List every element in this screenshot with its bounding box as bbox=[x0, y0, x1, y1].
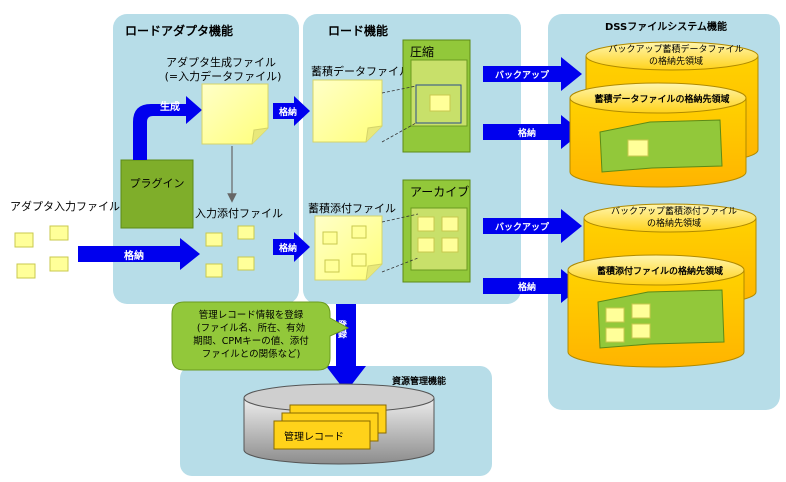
store-arrow-data-dss: 格納 bbox=[483, 115, 582, 149]
svg-text:バックアップ: バックアップ bbox=[495, 221, 550, 233]
adapter-input-file-icons bbox=[14, 225, 69, 279]
accum-attach-file-note bbox=[314, 215, 383, 281]
svg-text:の格納先領域: の格納先領域 bbox=[647, 217, 701, 229]
store-arrow-data: 格納 bbox=[273, 96, 310, 126]
svg-text:アーカイブ: アーカイブ bbox=[410, 184, 469, 199]
backup-arrow-attach: バックアップ bbox=[483, 209, 582, 243]
svg-text:格納: 格納 bbox=[279, 242, 297, 254]
adapter-gen-file-note bbox=[201, 83, 269, 145]
input-attach-file-label: 入力添付ファイル bbox=[195, 206, 283, 220]
panel-dss-title: DSSファイルシステム機能 bbox=[605, 20, 727, 33]
svg-text:ファイルとの関係など): ファイルとの関係など) bbox=[202, 349, 301, 360]
cylinder-data-area: 蓄積データファイルの格納先領域 bbox=[569, 82, 747, 188]
svg-text:の格納先領域: の格納先領域 bbox=[649, 55, 703, 67]
svg-text:圧縮: 圧縮 bbox=[410, 44, 434, 59]
input-attach-file-icons bbox=[205, 225, 255, 278]
adapter-gen-file-label-2: (=入力データファイル) bbox=[165, 69, 282, 83]
compress-box: 圧縮 bbox=[402, 39, 471, 153]
cylinder-attach-area: 蓄積添付ファイルの格納先領域 bbox=[567, 254, 745, 368]
store-arrow-attach: 格納 bbox=[273, 232, 310, 262]
panel-resource-title: 資源管理機能 bbox=[392, 375, 446, 387]
svg-text:プラグイン: プラグイン bbox=[130, 176, 185, 190]
resource-db-cylinder: 管理レコード bbox=[243, 383, 435, 465]
svg-text:格納: 格納 bbox=[279, 106, 297, 118]
adapter-input-file-label: アダプタ入力ファイル bbox=[10, 199, 120, 213]
svg-text:バックアップ: バックアップ bbox=[495, 69, 550, 81]
svg-text:蓄積データファイルの格納先領域: 蓄積データファイルの格納先領域 bbox=[594, 93, 729, 105]
accum-data-file-label: 蓄積データファイル bbox=[311, 64, 410, 78]
callout-bubble: 管理レコード情報を登録 (ファイル名、所在、有効 期間、CPMキーの値、添付 フ… bbox=[171, 301, 350, 371]
svg-text:格納: 格納 bbox=[518, 281, 536, 293]
store-arrow-input: 格納 bbox=[78, 238, 200, 270]
svg-text:管理レコード情報を登録: 管理レコード情報を登録 bbox=[199, 309, 304, 321]
svg-text:バックアップ蓄積添付ファイル: バックアップ蓄積添付ファイル bbox=[611, 205, 737, 217]
svg-text:格納: 格納 bbox=[518, 127, 536, 139]
generate-arrow: 生成 bbox=[133, 96, 202, 160]
plugin-box: プラグイン bbox=[120, 159, 194, 229]
archive-box: アーカイブ bbox=[402, 179, 471, 283]
svg-text:(ファイル名、所在、有効: (ファイル名、所在、有効 bbox=[197, 322, 305, 334]
backup-arrow-data: バックアップ bbox=[483, 57, 582, 91]
panel-load-adapter-title: ロードアダプタ機能 bbox=[125, 23, 233, 38]
store-arrow-attach-dss: 格納 bbox=[483, 269, 582, 303]
svg-text:バックアップ蓄積データファイル: バックアップ蓄積データファイル bbox=[608, 43, 743, 55]
mgmt-record-label: 管理レコード bbox=[284, 430, 344, 443]
accum-data-file-note bbox=[312, 79, 383, 143]
accum-attach-file-label: 蓄積添付ファイル bbox=[308, 201, 396, 215]
panel-load-title: ロード機能 bbox=[328, 23, 388, 38]
svg-text:蓄積添付ファイルの格納先領域: 蓄積添付ファイルの格納先領域 bbox=[597, 265, 723, 277]
svg-text:期間、CPMキーの値、添付: 期間、CPMキーの値、添付 bbox=[193, 335, 309, 347]
svg-text:生成: 生成 bbox=[160, 100, 180, 113]
adapter-gen-file-label-1: アダプタ生成ファイル bbox=[166, 55, 276, 69]
svg-text:格納: 格納 bbox=[124, 249, 144, 262]
